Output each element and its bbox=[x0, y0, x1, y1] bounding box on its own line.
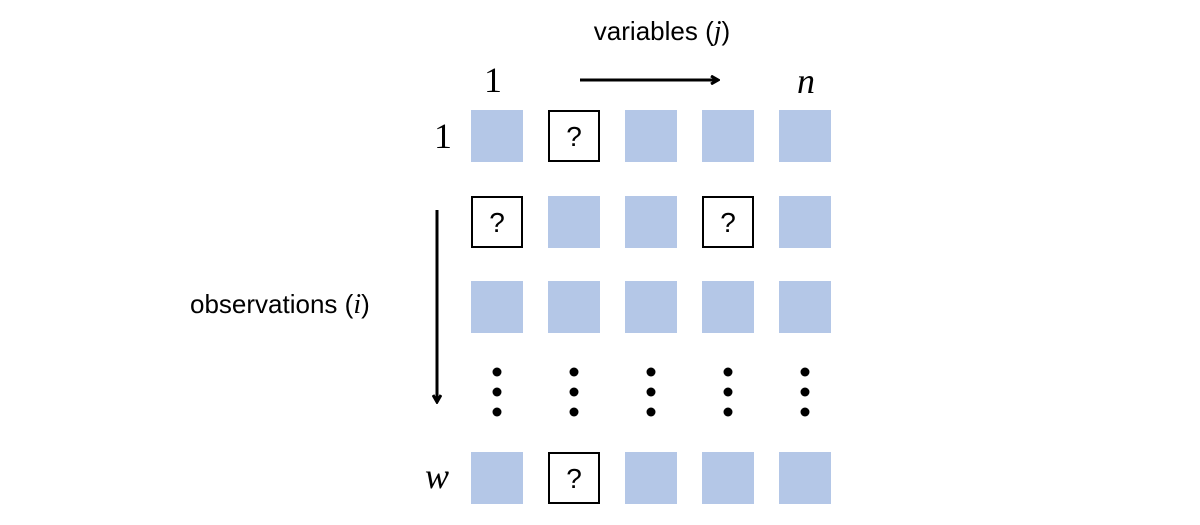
missing-marker: ? bbox=[489, 207, 505, 238]
missing-marker: ? bbox=[566, 463, 582, 494]
column-label-last: n bbox=[797, 61, 815, 101]
ellipsis-dot bbox=[723, 387, 733, 397]
missing-marker: ? bbox=[566, 121, 582, 152]
matrix-grid: ???? bbox=[471, 110, 831, 504]
variables-axis-close: ) bbox=[722, 16, 731, 46]
missing-marker: ? bbox=[720, 207, 736, 238]
ellipsis-dot bbox=[723, 407, 733, 417]
observed-cell bbox=[625, 196, 677, 248]
ellipsis-dot bbox=[800, 367, 810, 377]
observed-cell bbox=[471, 452, 523, 504]
observed-cell bbox=[548, 196, 600, 248]
row-label-first: 1 bbox=[434, 116, 452, 156]
observed-cell bbox=[779, 452, 831, 504]
ellipsis-dot bbox=[492, 367, 502, 377]
observed-cell bbox=[702, 281, 754, 333]
observations-axis-symbol: i bbox=[353, 289, 361, 320]
missing-cell bbox=[471, 196, 523, 248]
ellipsis-dot bbox=[569, 387, 579, 397]
observed-cell bbox=[625, 452, 677, 504]
observed-cell bbox=[548, 281, 600, 333]
ellipsis-dot bbox=[800, 387, 810, 397]
variables-axis-label: variables (j) bbox=[594, 16, 730, 47]
ellipsis-dot bbox=[723, 367, 733, 377]
row-label-last: w bbox=[425, 456, 449, 496]
ellipsis-dot bbox=[646, 367, 656, 377]
ellipsis-dot bbox=[492, 387, 502, 397]
observations-axis-label: observations (i) bbox=[190, 289, 370, 320]
observed-cell bbox=[779, 281, 831, 333]
missing-cell bbox=[548, 452, 600, 504]
ellipsis-dot bbox=[646, 387, 656, 397]
missing-cell bbox=[702, 196, 754, 248]
observed-cell bbox=[471, 281, 523, 333]
column-label-first: 1 bbox=[484, 60, 502, 100]
observed-cell bbox=[625, 110, 677, 162]
observations-axis-close: ) bbox=[361, 289, 370, 319]
ellipsis-dot bbox=[569, 367, 579, 377]
observed-cell bbox=[779, 110, 831, 162]
observed-cell bbox=[625, 281, 677, 333]
ellipsis-dot bbox=[800, 407, 810, 417]
observations-axis-text: observations ( bbox=[190, 289, 354, 319]
missing-cell bbox=[548, 110, 600, 162]
observed-cell bbox=[471, 110, 523, 162]
ellipsis-dot bbox=[646, 407, 656, 417]
variables-axis-text: variables ( bbox=[594, 16, 714, 46]
observed-cell bbox=[779, 196, 831, 248]
observed-cell bbox=[702, 110, 754, 162]
variables-axis-symbol: j bbox=[711, 16, 722, 47]
observed-cell bbox=[702, 452, 754, 504]
ellipsis-dot bbox=[492, 407, 502, 417]
ellipsis-dot bbox=[569, 407, 579, 417]
